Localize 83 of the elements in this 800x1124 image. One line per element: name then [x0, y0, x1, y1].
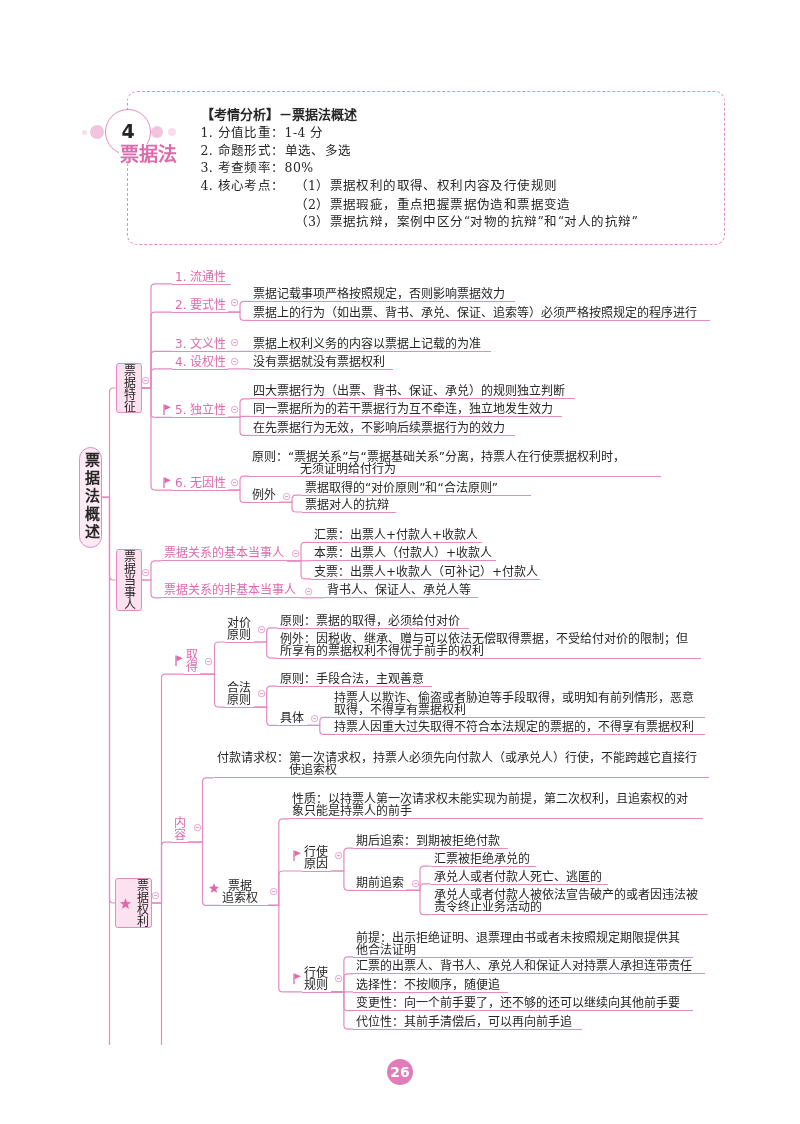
topic-box: 票据当事人: [115, 549, 142, 611]
branch-line: [140, 579, 162, 599]
detail-text: 票据取得的“对价原则”和“合法原则”: [302, 480, 531, 496]
detail-text: 持票人因重大过失取得不符合本法规定的票据的，不得享有票据权利: [331, 720, 705, 735]
detail-text: 持票人以欺诈、偷盗或者胁迫等手段取得，或明知有前列情形，恶意取得，不得享有票据权利: [331, 691, 705, 718]
detail-text: 票据记载事项严格按照规定，否则影响票据效力: [250, 287, 515, 302]
branch-line: [330, 870, 354, 891]
subcategory-label: 例外: [249, 488, 279, 503]
branch-line: [151, 902, 163, 1046]
branch-line: [187, 841, 221, 906]
detail-text: 汇票被拒绝承兑的: [430, 851, 536, 867]
list-item: （1）票据权利的取得、权利内容及行使规则: [294, 179, 558, 193]
branch-line: [227, 350, 251, 352]
branch-line: [306, 724, 332, 735]
category-label: 6. 无因性: [172, 475, 228, 491]
detail-text: 汇票：出票人+付款人+收款人: [311, 528, 482, 543]
branch-line: [199, 673, 226, 708]
detail-text: 期后追索：到期被拒绝付款: [353, 833, 508, 849]
detail-text: 变更性：向一个前手要了，还不够的还可以继续向其他前手要: [353, 996, 693, 1012]
subcategory-label: 票据追索权: [220, 879, 268, 906]
branch-line: [227, 416, 251, 436]
detail-text: 付款请求权：第一次请求权，持票人必须先向付款人（或承兑人）行使，不能跨越它直接行使追索权: [213, 751, 709, 779]
topic-box: 票据权利: [115, 878, 152, 928]
category-label: 3. 文义性: [172, 337, 228, 352]
list-item: （3）票据抗辩，案例中区分“对物的抗辩”和“对人的抗辩”: [294, 215, 639, 229]
category-label: 内容: [172, 815, 188, 843]
subcategory-label: 行使规则: [302, 965, 331, 993]
list-item: 2. 命题形式：单选、多选: [200, 144, 352, 158]
category-label: 1. 流通性: [172, 269, 231, 285]
topic-box: 票据特征: [115, 363, 142, 413]
chapter-title: 票据法: [119, 144, 178, 164]
subcategory-label: 具体: [277, 711, 307, 726]
detail-text: 汇票的出票人、背书人、承兑人和保证人对持票人承担连带责任: [353, 959, 705, 975]
root-box: 票据法概述: [78, 446, 102, 548]
detail-text: 没有票据就没有票据权利: [250, 354, 393, 370]
detail-text: 原则：“票据关系”与“票据基础关系”分离，持票人在行使票据权利时，无须证明给付行为: [249, 449, 661, 477]
detail-text: 票据上的行为（如出票、背书、承兑、保证、追索等）必须严格按照规定的程序进行: [250, 306, 710, 321]
branch-line: [405, 889, 432, 916]
detail-text: 原则：手段合法，主观善意: [277, 671, 432, 687]
branch-line: [286, 560, 312, 580]
branch-line: [267, 904, 303, 993]
detail-text: 原则：票据的取得，必须给付对价: [277, 613, 469, 629]
detail-text: 性质：以持票人第一次请求权未能实现为前提，第二次权利，且追索权的对象只能是持票人的前手: [289, 792, 703, 820]
branch-line: [101, 496, 111, 1046]
category-label: 5. 独立性: [172, 403, 228, 418]
detail-text: 背书人、保证人、承兑人等: [324, 583, 478, 599]
branch-line: [330, 991, 354, 1030]
category-label: 2. 要式性: [172, 297, 228, 313]
list-item: 1. 分值比重：1-4 分: [200, 126, 324, 140]
branch-line: [253, 706, 278, 726]
detail-text: 票据对人的抗辩: [302, 497, 396, 513]
category-label: 取得: [184, 647, 200, 675]
branch-line: [227, 368, 251, 370]
heading: 【考情分析】－票据法概述: [200, 108, 357, 122]
branch-line: [227, 311, 251, 321]
branch-line: [253, 641, 278, 659]
subcategory-label: 行使原因: [302, 844, 331, 872]
detail-text: 支票：出票人+收款人（可补记）+付款人: [311, 564, 540, 580]
detail-text: 选择性：不按顺序，随便追: [353, 977, 508, 993]
detail-text: 前提：出示拒绝证明、退票理由书或者未按照规定期限提供其他合法证明: [353, 930, 693, 958]
detail-text: 承兑人或者付款人被依法宣告破产的或者因违法被责令终止业务活动的: [430, 888, 708, 916]
branch-line: [299, 597, 325, 599]
detail-text: 承兑人或者付款人死亡、逃匿的: [430, 869, 608, 885]
subcategory-label: 合法原则: [225, 680, 254, 708]
list-item: （2）票据瑕疵，重点把握票据伪造和票据变造: [294, 198, 571, 212]
category-label: 4. 设权性: [172, 354, 228, 370]
branch-line: [278, 501, 303, 513]
list-item: 4. 核心考点：: [200, 179, 285, 193]
detail-text: 票据上权利义务的内容以票据上记载的为准: [250, 337, 491, 352]
category-label: 票据关系的非基本当事人: [161, 583, 300, 599]
list-item: 3. 考查频率：80%: [200, 161, 314, 175]
detail-text: 在先票据行为无效，不影响后续票据行为的效力: [250, 421, 515, 436]
subcategory-label: 对价原则: [225, 615, 254, 643]
detail-text: 例外：因税收、继承、赠与可以依法无偿取得票据，不受给付对价的限制；但所享有的票据权利不得优于前手的权利: [277, 631, 701, 659]
category-label: 票据关系的基本当事人: [161, 546, 287, 562]
detail-text: 四大票据行为（出票、背书、保证、承兑）的规则独立判断: [250, 384, 575, 400]
branch-line: [227, 489, 250, 503]
detail-text: 同一票据所为的若干票据行为互不牵连，独立地发生效力: [250, 402, 562, 417]
detail-text: 代位性：其前手清偿后，可以再向前手追: [353, 1014, 582, 1030]
page-number: 26: [387, 1059, 413, 1085]
subcategory-label: 期前追索: [353, 875, 406, 891]
branch-line: [140, 387, 173, 491]
detail-text: 本票：出票人（付款人）+收款人: [311, 546, 496, 562]
